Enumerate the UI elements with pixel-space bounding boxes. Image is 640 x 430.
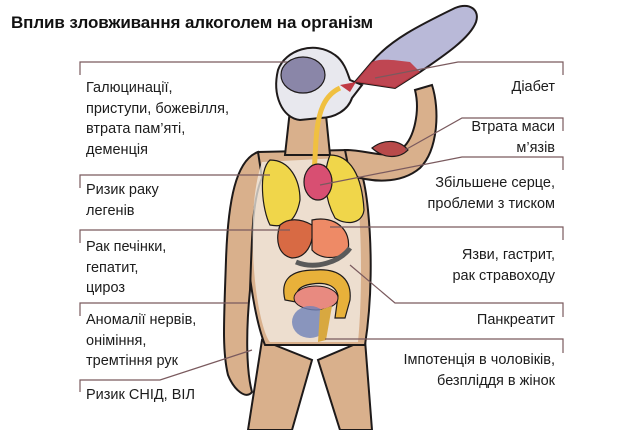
label-diabetes: Діабет <box>511 79 555 95</box>
label-liver-disease: Рак печінки, гепатит, цироз <box>86 239 167 296</box>
heart <box>303 163 333 201</box>
label-brain-effects: Галюцинації, приступи, божевілля, втрата… <box>86 80 230 158</box>
label-reproductive-effects: Імпотенція в чоловіків, безпліддя в жіно… <box>403 352 556 389</box>
reproductive <box>318 306 332 342</box>
label-hiv-risk: Ризик СНІД, ВІЛ <box>86 387 195 403</box>
organs <box>261 56 409 342</box>
liver <box>277 219 314 259</box>
pancreas <box>295 246 353 268</box>
leader-lines <box>79 61 564 392</box>
bicep-muscle <box>371 140 409 158</box>
label-pancreatitis: Панкреатит <box>476 312 555 328</box>
label-lung-cancer: Ризик раку легенів <box>86 182 159 219</box>
esophagus <box>311 85 342 176</box>
label-heart-pressure: Збільшене серце, проблеми з тиском <box>427 175 555 212</box>
label-muscle-loss: Втрата маси м’язів <box>471 119 555 156</box>
bottle <box>340 4 478 92</box>
label-stomach-ulcers: Язви, гастрит, рак стравоходу <box>452 247 555 284</box>
large-intestine <box>283 269 351 319</box>
diagram-title: Вплив зловживання алкоголем на організм <box>11 13 374 32</box>
label-nerve-anomalies: Аномалії нервів, oніміння, тремтіння рук <box>86 312 197 369</box>
brain <box>280 56 326 94</box>
